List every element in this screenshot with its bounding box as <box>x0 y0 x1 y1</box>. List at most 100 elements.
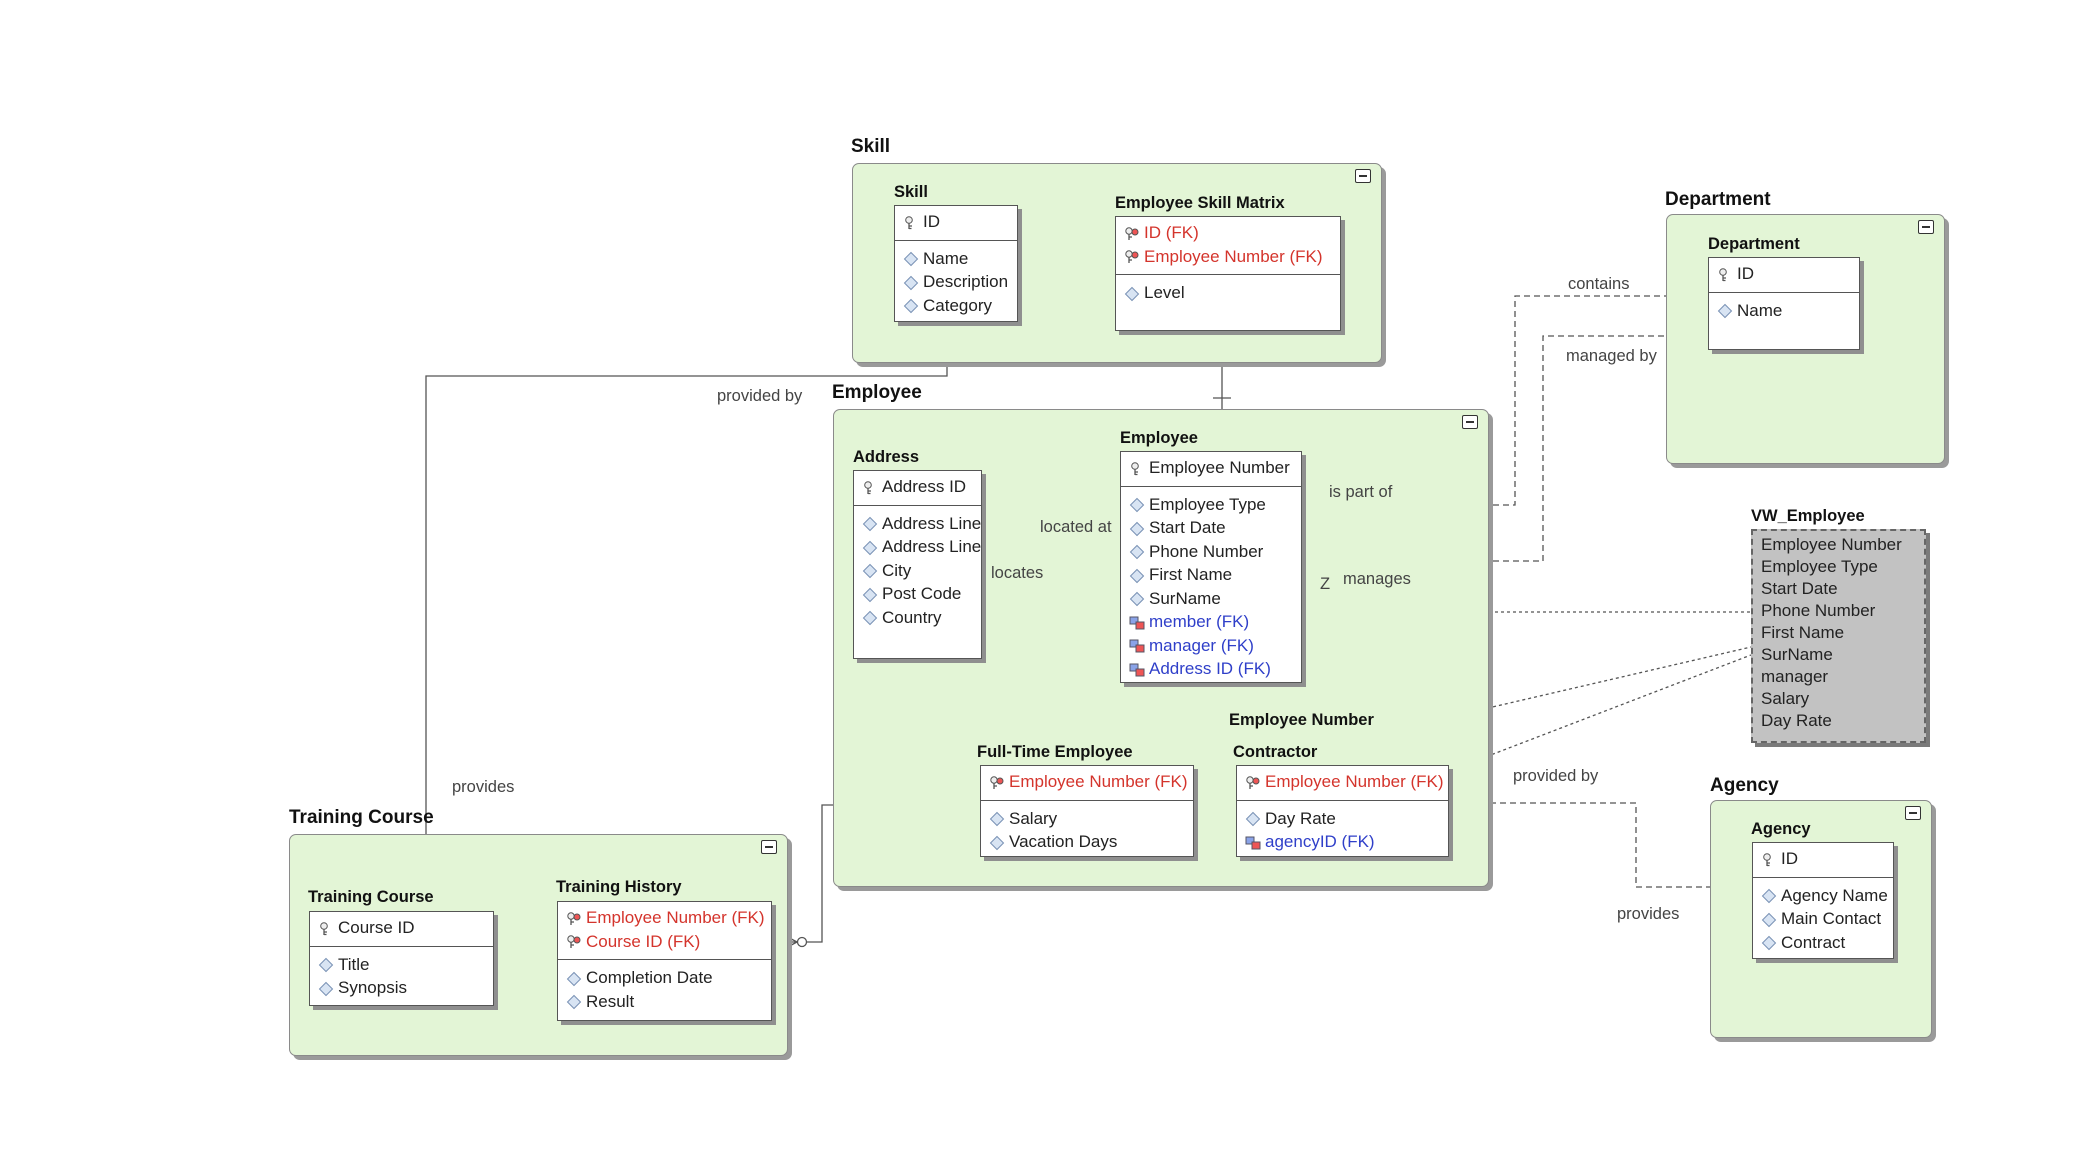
entity-title-skill-matrix: Employee Skill Matrix <box>1115 194 1285 212</box>
attribute-icon <box>1761 934 1777 951</box>
view-attribute: Employee Type <box>1761 557 1878 576</box>
fk-attribute: Address ID (FK) <box>1129 657 1295 681</box>
foreign-key-icon <box>566 933 582 949</box>
attribute-section: Name <box>1709 293 1859 327</box>
view-attribute: SurName <box>1761 645 1833 664</box>
foreign-key-icon <box>1245 834 1261 850</box>
group-title-training: Training Course <box>289 807 434 828</box>
entity-title-employee: Employee <box>1120 429 1198 447</box>
fk-attribute: manager (FK) <box>1129 634 1295 658</box>
pk-attribute: ID <box>903 210 1011 234</box>
attribute: Agency Name <box>1761 884 1888 908</box>
attribute: Salary <box>989 807 1187 831</box>
rel-agency-contractor[interactable] <box>1449 793 1752 896</box>
collapse-training-icon[interactable] <box>761 840 777 854</box>
entity-title-fulltime: Full-Time Employee <box>977 743 1133 761</box>
entity-title-training-history: Training History <box>556 878 682 896</box>
attribute: Result <box>566 990 765 1014</box>
view-attribute: manager <box>1761 667 1829 686</box>
primary-key-section: ID <box>1753 843 1893 878</box>
attribute: Vacation Days <box>989 830 1187 854</box>
attribute: Address Line <box>862 512 981 536</box>
entity-title-training-course: Training Course <box>308 888 434 906</box>
label-provides-training: provides <box>452 778 515 796</box>
collapse-agency-icon[interactable] <box>1905 806 1921 820</box>
attribute: Address Line <box>862 535 981 559</box>
attribute: Description <box>903 270 1011 294</box>
entity-title-department: Department <box>1708 235 1800 253</box>
primary-key-icon <box>1717 266 1733 282</box>
primary-key-section: Course ID <box>310 912 493 947</box>
foreign-key-icon <box>566 910 582 926</box>
label-is-part-of: is part of <box>1329 483 1393 501</box>
entity-title-address: Address <box>853 448 920 466</box>
attribute: Name <box>903 247 1011 271</box>
view-attribute: Phone Number <box>1761 601 1876 620</box>
attribute-icon <box>903 250 919 267</box>
label-manages: manages <box>1343 570 1411 588</box>
attribute-icon <box>318 980 334 996</box>
attribute: First Name <box>1129 563 1295 587</box>
attribute: Phone Number <box>1129 540 1295 564</box>
primary-key-icon <box>318 920 334 936</box>
attribute-icon <box>862 515 878 532</box>
fk-attribute: agencyID (FK) <box>1245 830 1442 854</box>
attribute: Completion Date <box>566 966 765 990</box>
entity-title-skill: Skill <box>894 183 928 201</box>
primary-key-section: Employee Number (FK) <box>981 766 1193 801</box>
attribute: Category <box>903 294 1011 318</box>
label-provides-agency: provides <box>1617 905 1680 923</box>
entity-training-history[interactable]: Employee Number (FK)Course ID (FK)Comple… <box>557 901 772 1021</box>
pk-attribute: Course ID (FK) <box>566 930 765 954</box>
label-provided-by-agency: provided by <box>1513 767 1599 785</box>
attribute-icon <box>1761 911 1777 927</box>
primary-key-section: ID (FK)Employee Number (FK) <box>1116 217 1340 275</box>
primary-key-icon <box>1129 460 1145 476</box>
attribute-icon <box>862 609 878 626</box>
attribute-icon <box>862 562 878 579</box>
attribute-icon <box>566 993 582 1010</box>
pk-attribute: ID <box>1717 262 1853 286</box>
collapse-department-icon[interactable] <box>1918 220 1934 234</box>
view-attribute: Day Rate <box>1761 711 1832 730</box>
primary-key-icon <box>862 479 878 495</box>
pk-attribute: ID (FK) <box>1124 221 1334 245</box>
attribute-icon <box>1129 520 1145 536</box>
attribute: Main Contact <box>1761 907 1887 931</box>
attribute: City <box>862 559 975 583</box>
collapse-skill-icon[interactable] <box>1355 169 1371 183</box>
view-attribute: Salary <box>1761 689 1810 708</box>
view-attribute: Start Date <box>1761 579 1838 598</box>
attribute-icon <box>566 970 582 986</box>
entity-title-agency: Agency <box>1751 820 1811 838</box>
pk-attribute: Address ID <box>862 475 975 499</box>
entity-department[interactable]: ID Name <box>1708 257 1860 350</box>
foreign-key-icon <box>1129 637 1145 653</box>
group-title-agency: Agency <box>1710 775 1779 796</box>
attribute-icon <box>1129 590 1145 607</box>
attribute: SurName <box>1129 587 1295 611</box>
primary-key-section: ID <box>895 206 1017 241</box>
attribute: Post Code <box>862 582 975 606</box>
collapse-employee-icon[interactable] <box>1462 415 1478 429</box>
attribute-icon <box>1124 285 1140 301</box>
primary-key-section: Employee Number <box>1121 452 1301 487</box>
attribute: Day Rate <box>1245 807 1442 831</box>
view-attribute: First Name <box>1761 623 1845 642</box>
primary-key-section: Address ID <box>854 471 981 506</box>
label-located-at: located at <box>1040 518 1112 536</box>
entity-skill-matrix[interactable]: ID (FK)Employee Number (FK)Level <box>1115 216 1341 331</box>
